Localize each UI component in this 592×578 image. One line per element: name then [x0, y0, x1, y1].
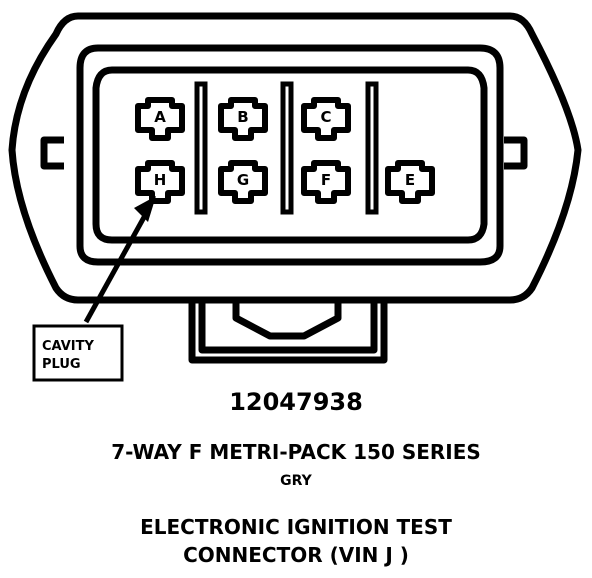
cavity-a: [135, 97, 185, 141]
right-latch: [504, 136, 528, 170]
connector-housing: [8, 12, 582, 304]
cavity-b: [218, 97, 268, 141]
cavity-label-e: E: [405, 171, 415, 189]
cavity-label-b: B: [237, 108, 248, 126]
cavity-plug-leader: [83, 208, 151, 324]
title-line-1: ELECTRONIC IGNITION TEST: [140, 515, 452, 539]
cavity-label-c: C: [320, 108, 331, 126]
cavity-plug-box: [32, 324, 124, 382]
bottom-tab-inner: [198, 300, 378, 354]
cavity-h: [135, 160, 185, 204]
cavity-field: [92, 66, 488, 244]
cavity-e: [385, 160, 435, 204]
cavity-plug-arrowhead: [134, 196, 156, 222]
cavity-plug-line2: PLUG: [42, 357, 81, 372]
part-number: 12047938: [229, 388, 363, 416]
series-label: 7-WAY F METRI-PACK 150 SERIES: [111, 440, 481, 464]
cavity-c: [301, 97, 351, 141]
cavity-f: [301, 160, 351, 204]
color-label: GRY: [280, 473, 312, 489]
title-line-2: CONNECTOR (VIN J ): [183, 543, 409, 567]
cavity-label-g: G: [237, 171, 249, 189]
left-latch: [40, 136, 64, 170]
cavity-label-a: A: [154, 108, 166, 126]
divider-2: [280, 81, 294, 215]
cavity-g: [218, 160, 268, 204]
divider-3: [365, 81, 379, 215]
inner-frame: [76, 44, 504, 266]
cavity-label-f: F: [321, 171, 331, 189]
divider-1: [194, 81, 208, 215]
cavity-plug-line1: CAVITY: [42, 339, 94, 354]
cavity-label-h: H: [154, 171, 167, 189]
bottom-tab: [188, 300, 388, 364]
